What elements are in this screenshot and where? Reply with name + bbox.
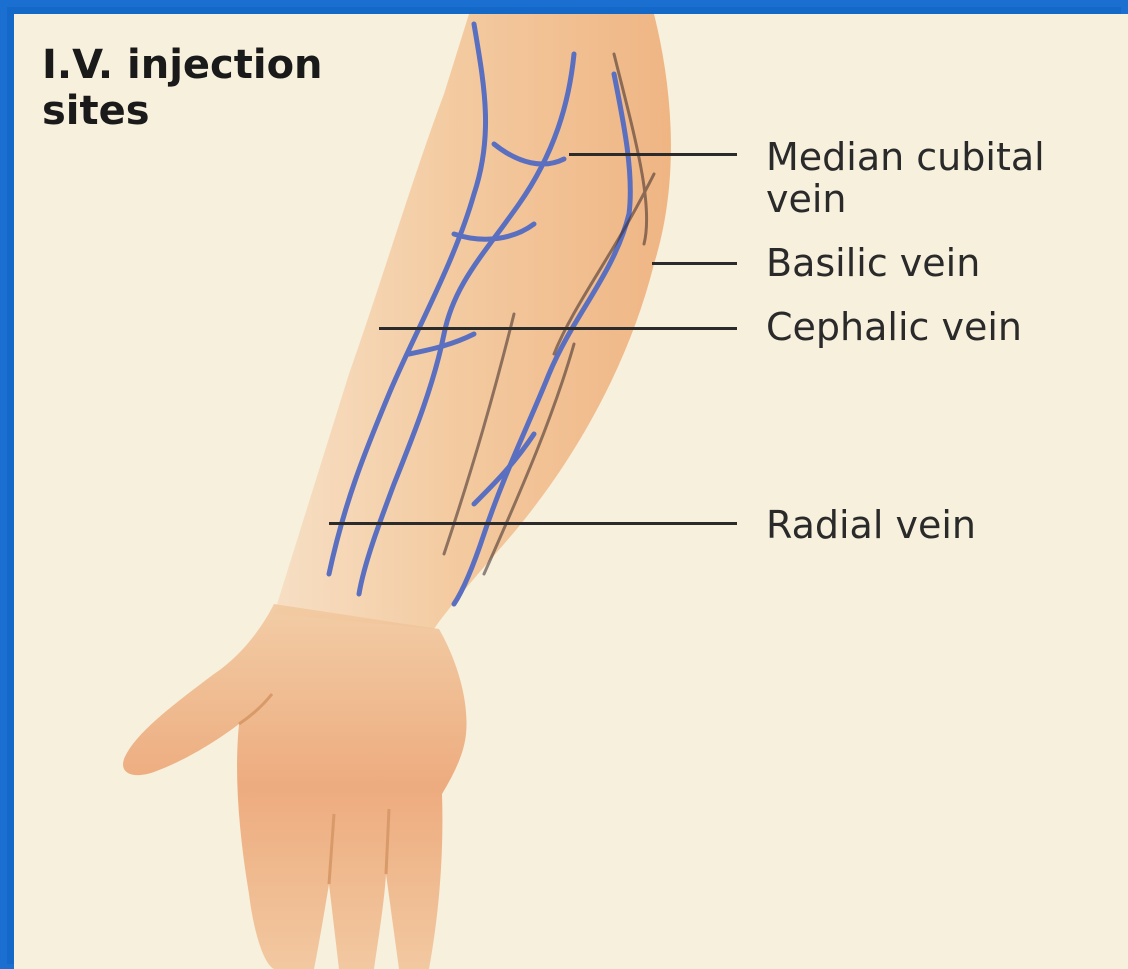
label-cephalic-vein: Cephalic vein bbox=[766, 306, 1022, 348]
forearm-shape bbox=[274, 14, 671, 629]
leader-line-radial bbox=[329, 522, 737, 525]
label-radial-vein: Radial vein bbox=[766, 504, 976, 546]
leader-line-basilic bbox=[652, 262, 737, 265]
diagram-panel: I.V. injection sites Median cubital vein… bbox=[14, 14, 1128, 969]
label-basilic-vein: Basilic vein bbox=[766, 242, 980, 284]
label-median-cubital-vein: Median cubital vein bbox=[766, 136, 1045, 220]
hand-shape bbox=[123, 604, 466, 969]
leader-line-median-cubital bbox=[569, 153, 737, 156]
diagram-title: I.V. injection sites bbox=[42, 42, 323, 134]
leader-line-cephalic bbox=[379, 327, 737, 330]
